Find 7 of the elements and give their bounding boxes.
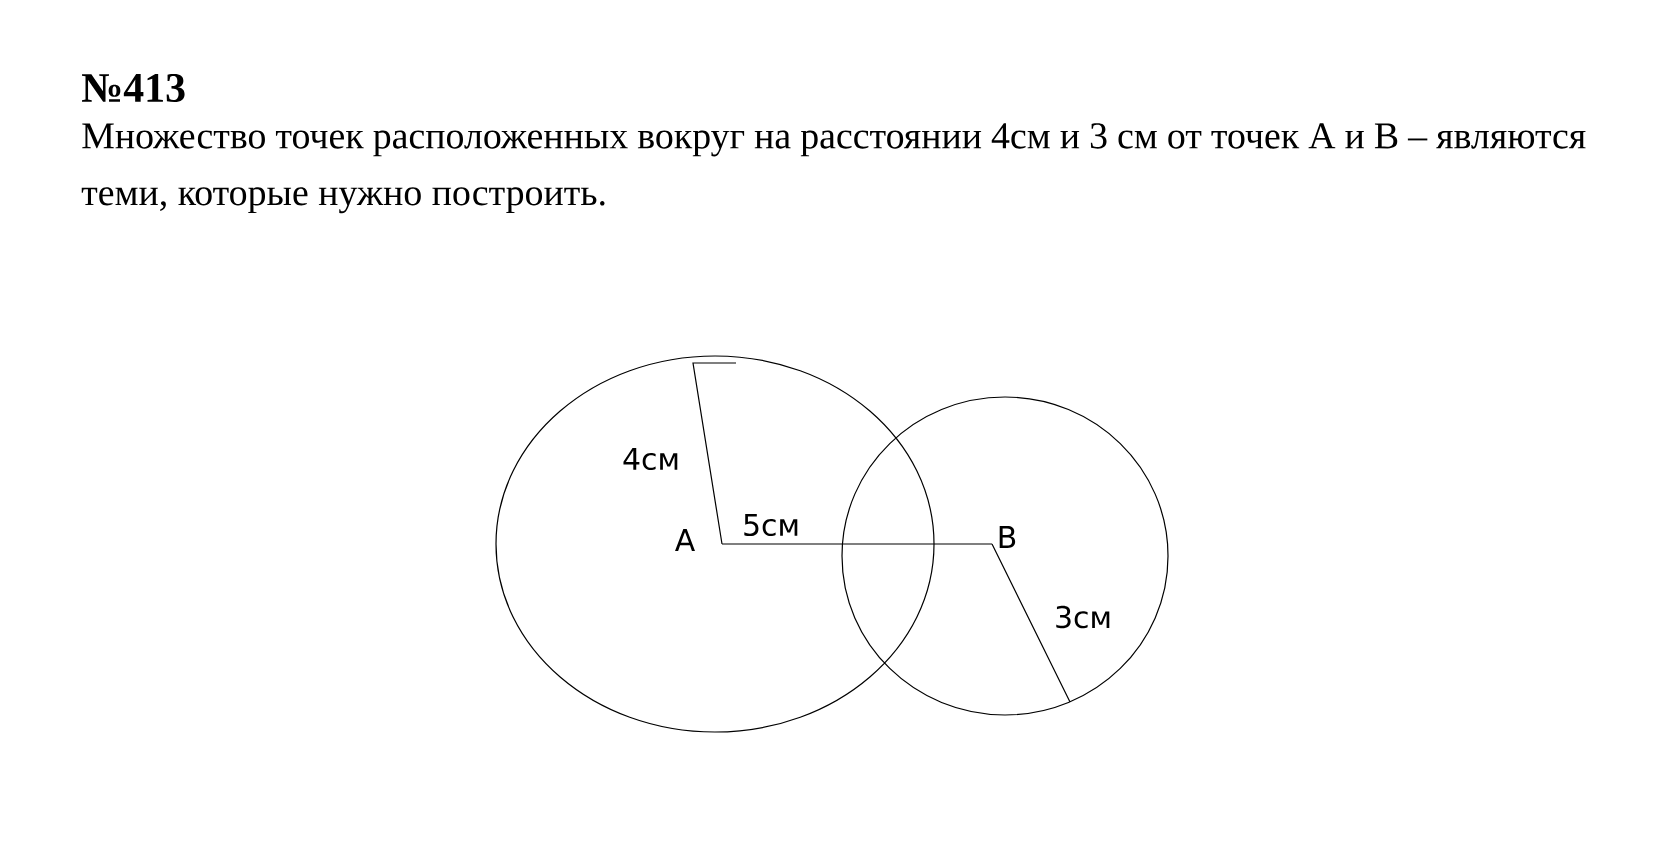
problem-number: №413: [82, 73, 185, 103]
problem-text: Множество точек расположенных вокруг на расстоянии 4см и 3 см от точек А и В – являются теми, которые нужно построить.: [81, 123, 1586, 214]
length-label: 4см: [623, 447, 678, 471]
point-label: B: [999, 526, 1016, 548]
point-label: A: [675, 529, 695, 551]
length-label: 3см: [1056, 605, 1110, 629]
length-label: 5см: [744, 513, 798, 537]
